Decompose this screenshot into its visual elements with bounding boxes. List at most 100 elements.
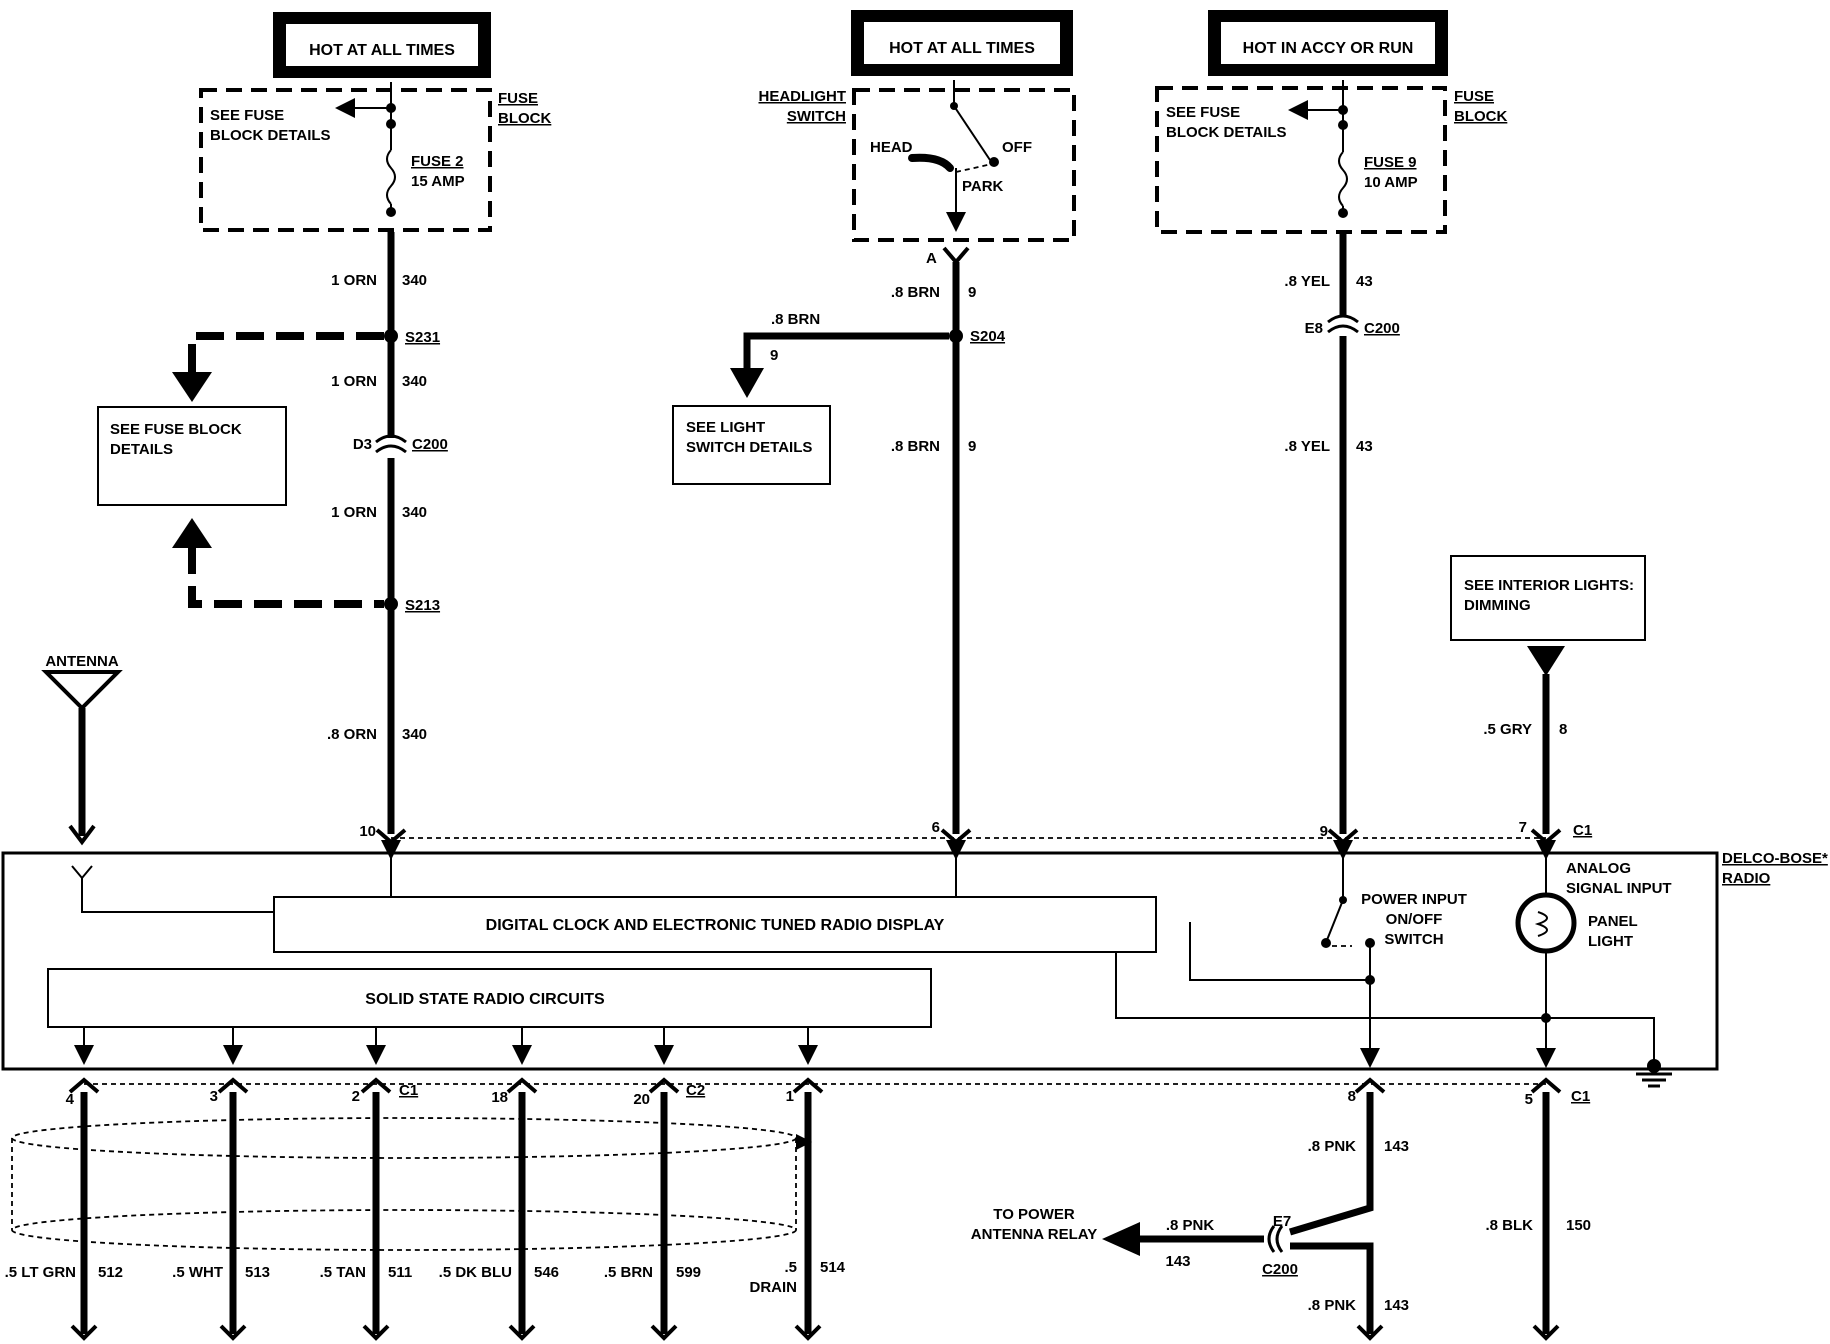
svg-text:C200: C200 xyxy=(1262,1261,1298,1278)
ground-icon xyxy=(1636,1072,1672,1088)
fuse-right-see-1: SEE FUSE xyxy=(1166,104,1240,121)
svg-text:150: 150 xyxy=(1566,1217,1591,1234)
svg-text:1 ORN: 1 ORN xyxy=(331,272,377,289)
wire-43: .8 YEL 43 E8 C200 .8 YEL 43 xyxy=(1284,232,1400,834)
panel-light-bulb-icon xyxy=(1515,892,1577,954)
svg-text:7: 7 xyxy=(1519,819,1527,836)
power-source-2-label: HOT AT ALL TIMES xyxy=(889,40,1035,57)
svg-text:9: 9 xyxy=(1320,823,1328,840)
wire-599-circuit: 599 xyxy=(676,1264,701,1281)
fuse-2-label: FUSE 2 xyxy=(411,153,464,170)
svg-text:.5 GRY: .5 GRY xyxy=(1483,721,1532,738)
svg-text:3: 3 xyxy=(210,1088,218,1105)
svg-text:.8 YEL: .8 YEL xyxy=(1284,273,1330,290)
headlight-terminal-a: A xyxy=(926,250,937,267)
splice-s231 xyxy=(384,329,398,343)
svg-text:.8 BRN: .8 BRN xyxy=(891,284,940,301)
connector-c1-top: 10 6 9 7 C1 xyxy=(359,819,1592,845)
svg-text:9: 9 xyxy=(770,347,778,364)
svg-text:9: 9 xyxy=(968,284,976,301)
svg-text:340: 340 xyxy=(402,504,427,521)
svg-text:C2: C2 xyxy=(686,1082,705,1099)
svg-text:.8 YEL: .8 YEL xyxy=(1284,438,1330,455)
power-source-1: HOT AT ALL TIMES xyxy=(273,12,491,78)
power-input-2: ON/OFF xyxy=(1386,911,1443,928)
svg-text:340: 340 xyxy=(402,272,427,289)
interior-ref-line-2: DIMMING xyxy=(1464,597,1531,614)
svg-text:.8 ORN: .8 ORN xyxy=(327,726,377,743)
wire-511-circuit: 511 xyxy=(388,1264,412,1281)
wire-513-gauge: .5 WHT xyxy=(172,1264,223,1281)
svg-text:1 ORN: 1 ORN xyxy=(331,373,377,390)
wire-150: .8 BLK 150 xyxy=(1485,1092,1591,1341)
antenna-relay-1: TO POWER xyxy=(993,1206,1075,1223)
svg-text:5: 5 xyxy=(1525,1091,1533,1108)
fuse-right-block-1: FUSE xyxy=(1454,88,1494,105)
fuse-left-see-1: SEE FUSE xyxy=(210,107,284,124)
antenna: ANTENNA xyxy=(41,653,123,846)
svg-text:.8 PNK: .8 PNK xyxy=(1166,1217,1215,1234)
splice-s204 xyxy=(949,329,963,343)
splice-s213 xyxy=(384,597,398,611)
svg-text:.8 BRN: .8 BRN xyxy=(771,311,820,328)
fuse-block-right: SEE FUSE BLOCK DETAILS FUSE BLOCK FUSE 9… xyxy=(1155,80,1507,234)
svg-text:143: 143 xyxy=(1165,1253,1190,1270)
headlight-switch-blade xyxy=(953,105,991,161)
wire-546-gauge: .5 DK BLU xyxy=(439,1264,512,1281)
svg-text:9: 9 xyxy=(968,438,976,455)
wire-546-circuit: 546 xyxy=(534,1264,559,1281)
svg-text:18: 18 xyxy=(491,1089,508,1106)
svg-text:1 ORN: 1 ORN xyxy=(331,504,377,521)
fuse-9-label: FUSE 9 xyxy=(1364,154,1417,171)
svg-text:8: 8 xyxy=(1348,1088,1356,1105)
fuse-ref-line-1: SEE FUSE BLOCK xyxy=(110,421,242,438)
radio-name-1: DELCO-BOSE* xyxy=(1722,850,1828,867)
analog-label-1: ANALOG xyxy=(1566,860,1631,877)
light-ref-line-1: SEE LIGHT xyxy=(686,419,765,436)
svg-text:C1: C1 xyxy=(1571,1088,1590,1105)
power-input-1: POWER INPUT xyxy=(1361,891,1467,908)
svg-text:C200: C200 xyxy=(1364,320,1400,337)
audio-wires: .5 LT GRN 512 .5 WHT 513 .5 TAN 511 .5 D… xyxy=(5,1092,846,1341)
svg-text:143: 143 xyxy=(1384,1297,1409,1314)
svg-text:.8 PNK: .8 PNK xyxy=(1308,1297,1357,1314)
power-source-3-label: HOT IN ACCY OR RUN xyxy=(1243,40,1414,57)
svg-text:43: 43 xyxy=(1356,273,1373,290)
wire-599-gauge: .5 BRN xyxy=(604,1264,653,1281)
svg-text:S231: S231 xyxy=(405,329,440,346)
light-ref-line-2: SWITCH DETAILS xyxy=(686,439,812,456)
svg-text:S204: S204 xyxy=(970,328,1006,345)
radio-circuits-block xyxy=(47,968,932,1028)
radio-display-block xyxy=(273,896,1157,953)
power-input-3: SWITCH xyxy=(1384,931,1443,948)
svg-text:.8 BRN: .8 BRN xyxy=(891,438,940,455)
power-source-3: HOT IN ACCY OR RUN xyxy=(1208,10,1448,76)
wire-514-drain: DRAIN xyxy=(750,1279,798,1296)
power-switch-blade xyxy=(1326,899,1344,941)
wire-512-gauge: .5 LT GRN xyxy=(5,1264,76,1281)
shield-top xyxy=(11,1117,797,1159)
wire-9: SEE LIGHT SWITCH DETAILS .8 BRN 9 .8 BRN… xyxy=(672,246,1006,834)
analog-label-2: SIGNAL INPUT xyxy=(1566,880,1672,897)
radio-name-2: RADIO xyxy=(1722,870,1771,887)
shield-bottom xyxy=(11,1209,797,1251)
svg-text:C1: C1 xyxy=(1573,822,1592,839)
headlight-off-label: OFF xyxy=(1002,139,1032,156)
svg-text:340: 340 xyxy=(402,373,427,390)
fuse-2-symbol xyxy=(386,149,396,205)
radio-unit: DELCO-BOSE* RADIO DIGITAL CLOCK AND ELEC… xyxy=(1,840,1828,1088)
connector-c200-e8 xyxy=(1327,314,1359,324)
connector-bottom: 4 3 2 C1 18 20 C2 1 8 5 C1 xyxy=(66,1077,1590,1108)
wire-511-gauge: .5 TAN xyxy=(320,1264,366,1281)
fuse-block-ref: SEE FUSE BLOCK DETAILS xyxy=(97,332,384,608)
svg-text:6: 6 xyxy=(932,819,940,836)
svg-text:E8: E8 xyxy=(1305,320,1323,337)
svg-text:C1: C1 xyxy=(399,1082,418,1099)
headlight-switch: HEADLIGHT SWITCH HEAD OFF PARK A xyxy=(759,80,1076,267)
power-source-1-label: HOT AT ALL TIMES xyxy=(309,42,455,59)
radio-circuits-label: SOLID STATE RADIO CIRCUITS xyxy=(365,991,605,1008)
fuse-left-block-2: BLOCK xyxy=(498,110,551,127)
circuit-outputs xyxy=(74,1027,818,1065)
headlight-park-label: PARK xyxy=(962,178,1004,195)
